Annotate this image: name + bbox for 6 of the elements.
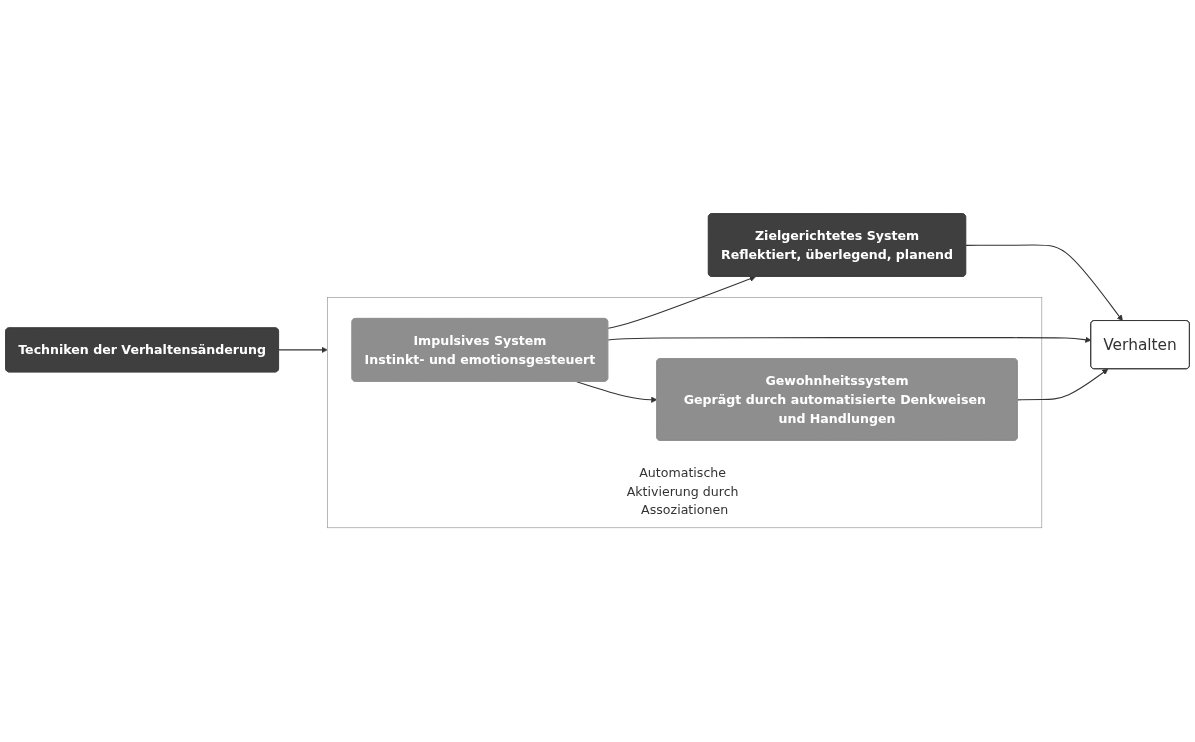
arrow xyxy=(576,381,658,404)
arrow xyxy=(607,337,1092,344)
arrow xyxy=(1017,369,1109,401)
arrow xyxy=(965,244,1123,322)
arrow xyxy=(278,347,328,354)
arrow xyxy=(607,276,756,330)
